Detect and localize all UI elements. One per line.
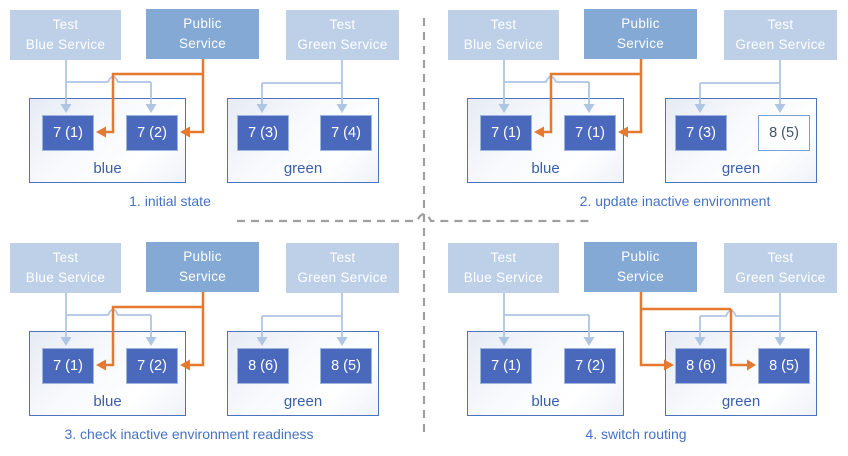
env-label-green: green xyxy=(283,393,323,410)
env-label-green: green xyxy=(721,160,761,177)
env-box-blue: 7 (1) 7 (2) blue xyxy=(29,98,186,183)
pod: 8 (5) xyxy=(320,348,372,384)
service-box-test-blue: Test Blue Service xyxy=(448,10,559,60)
service-box-public: Public Service xyxy=(584,242,697,292)
panel-update-inactive: Test Blue Service Public Service Test Gr… xyxy=(438,0,848,228)
pod: 7 (1) xyxy=(42,348,94,384)
pod: 7 (1) xyxy=(564,115,616,151)
env-label-blue: blue xyxy=(93,160,122,177)
service-label-line1: Public xyxy=(183,248,222,264)
env-box-green: 7 (3) 7 (4) green xyxy=(227,98,379,183)
pod: 7 (1) xyxy=(42,115,94,151)
env-box-green: 7 (3) 8 (5) green xyxy=(665,98,817,183)
pod: 7 (2) xyxy=(126,115,178,151)
service-box-test-blue: Test Blue Service xyxy=(448,243,559,293)
service-label-line2: Blue Service xyxy=(463,270,544,285)
panel-caption: 4. switch routing xyxy=(585,426,687,442)
service-box-test-blue: Test Blue Service xyxy=(10,10,121,60)
service-label-line1: Public xyxy=(183,15,222,31)
panel-switch-routing: Test Blue Service Public Service Test Gr… xyxy=(438,233,848,456)
service-label-line1: Public xyxy=(621,248,660,264)
env-label-blue: blue xyxy=(531,393,560,410)
service-label-line2: Green Service xyxy=(735,270,826,285)
panel-caption: 2. update inactive environment xyxy=(579,193,771,209)
service-label-line2: Blue Service xyxy=(25,270,106,285)
pod: 7 (2) xyxy=(564,348,616,384)
pod: 8 (6) xyxy=(237,348,289,384)
pod-new-version: 8 (5) xyxy=(758,115,810,151)
env-box-blue: 7 (1) 7 (2) blue xyxy=(29,331,186,416)
env-label-green: green xyxy=(721,393,761,410)
service-box-public: Public Service xyxy=(146,242,259,292)
service-box-test-green: Test Green Service xyxy=(286,243,399,293)
service-box-public: Public Service xyxy=(146,9,259,59)
service-label-line1: Test xyxy=(329,16,356,32)
service-label-line2: Service xyxy=(616,269,665,284)
service-label-line2: Blue Service xyxy=(25,37,106,52)
pod: 7 (3) xyxy=(675,115,727,151)
panel-caption: 3. check inactive environment readiness xyxy=(64,426,314,442)
service-label-line1: Public xyxy=(621,15,660,31)
pod: 7 (2) xyxy=(126,348,178,384)
service-box-test-green: Test Green Service xyxy=(286,10,399,60)
service-label-line2: Service xyxy=(616,36,665,51)
service-box-public: Public Service xyxy=(584,9,697,59)
env-label-blue: blue xyxy=(531,160,560,177)
pod: 8 (5) xyxy=(758,348,810,384)
service-label-line1: Test xyxy=(52,16,79,32)
service-label-line1: Test xyxy=(52,249,79,265)
service-label-line2: Green Service xyxy=(297,270,388,285)
env-box-blue: 7 (1) 7 (2) blue xyxy=(467,331,624,416)
env-box-blue: 7 (1) 7 (1) blue xyxy=(467,98,624,183)
panel-initial-state: Test Blue Service Public Service Test Gr… xyxy=(0,0,424,228)
service-label-line1: Test xyxy=(490,16,517,32)
panel-check-readiness: Test Blue Service Public Service Test Gr… xyxy=(0,233,424,456)
service-box-test-green: Test Green Service xyxy=(724,10,837,60)
env-box-green: 8 (6) 8 (5) green xyxy=(227,331,379,416)
pod: 7 (4) xyxy=(320,115,372,151)
service-label-line1: Test xyxy=(329,249,356,265)
env-label-blue: blue xyxy=(93,393,122,410)
panel-caption: 1. initial state xyxy=(129,193,211,209)
env-label-green: green xyxy=(283,160,323,177)
service-box-test-green: Test Green Service xyxy=(724,243,837,293)
service-label-line2: Service xyxy=(178,269,227,284)
pod: 7 (1) xyxy=(480,115,532,151)
service-label-line1: Test xyxy=(767,249,794,265)
service-label-line2: Green Service xyxy=(735,37,826,52)
pod: 8 (6) xyxy=(675,348,727,384)
service-label-line1: Test xyxy=(490,249,517,265)
service-label-line2: Blue Service xyxy=(463,37,544,52)
env-box-green: 8 (6) 8 (5) green xyxy=(665,331,817,416)
pod: 7 (3) xyxy=(237,115,289,151)
service-label-line1: Test xyxy=(767,16,794,32)
pod: 7 (1) xyxy=(480,348,532,384)
service-box-test-blue: Test Blue Service xyxy=(10,243,121,293)
service-label-line2: Green Service xyxy=(297,37,388,52)
service-label-line2: Service xyxy=(178,36,227,51)
